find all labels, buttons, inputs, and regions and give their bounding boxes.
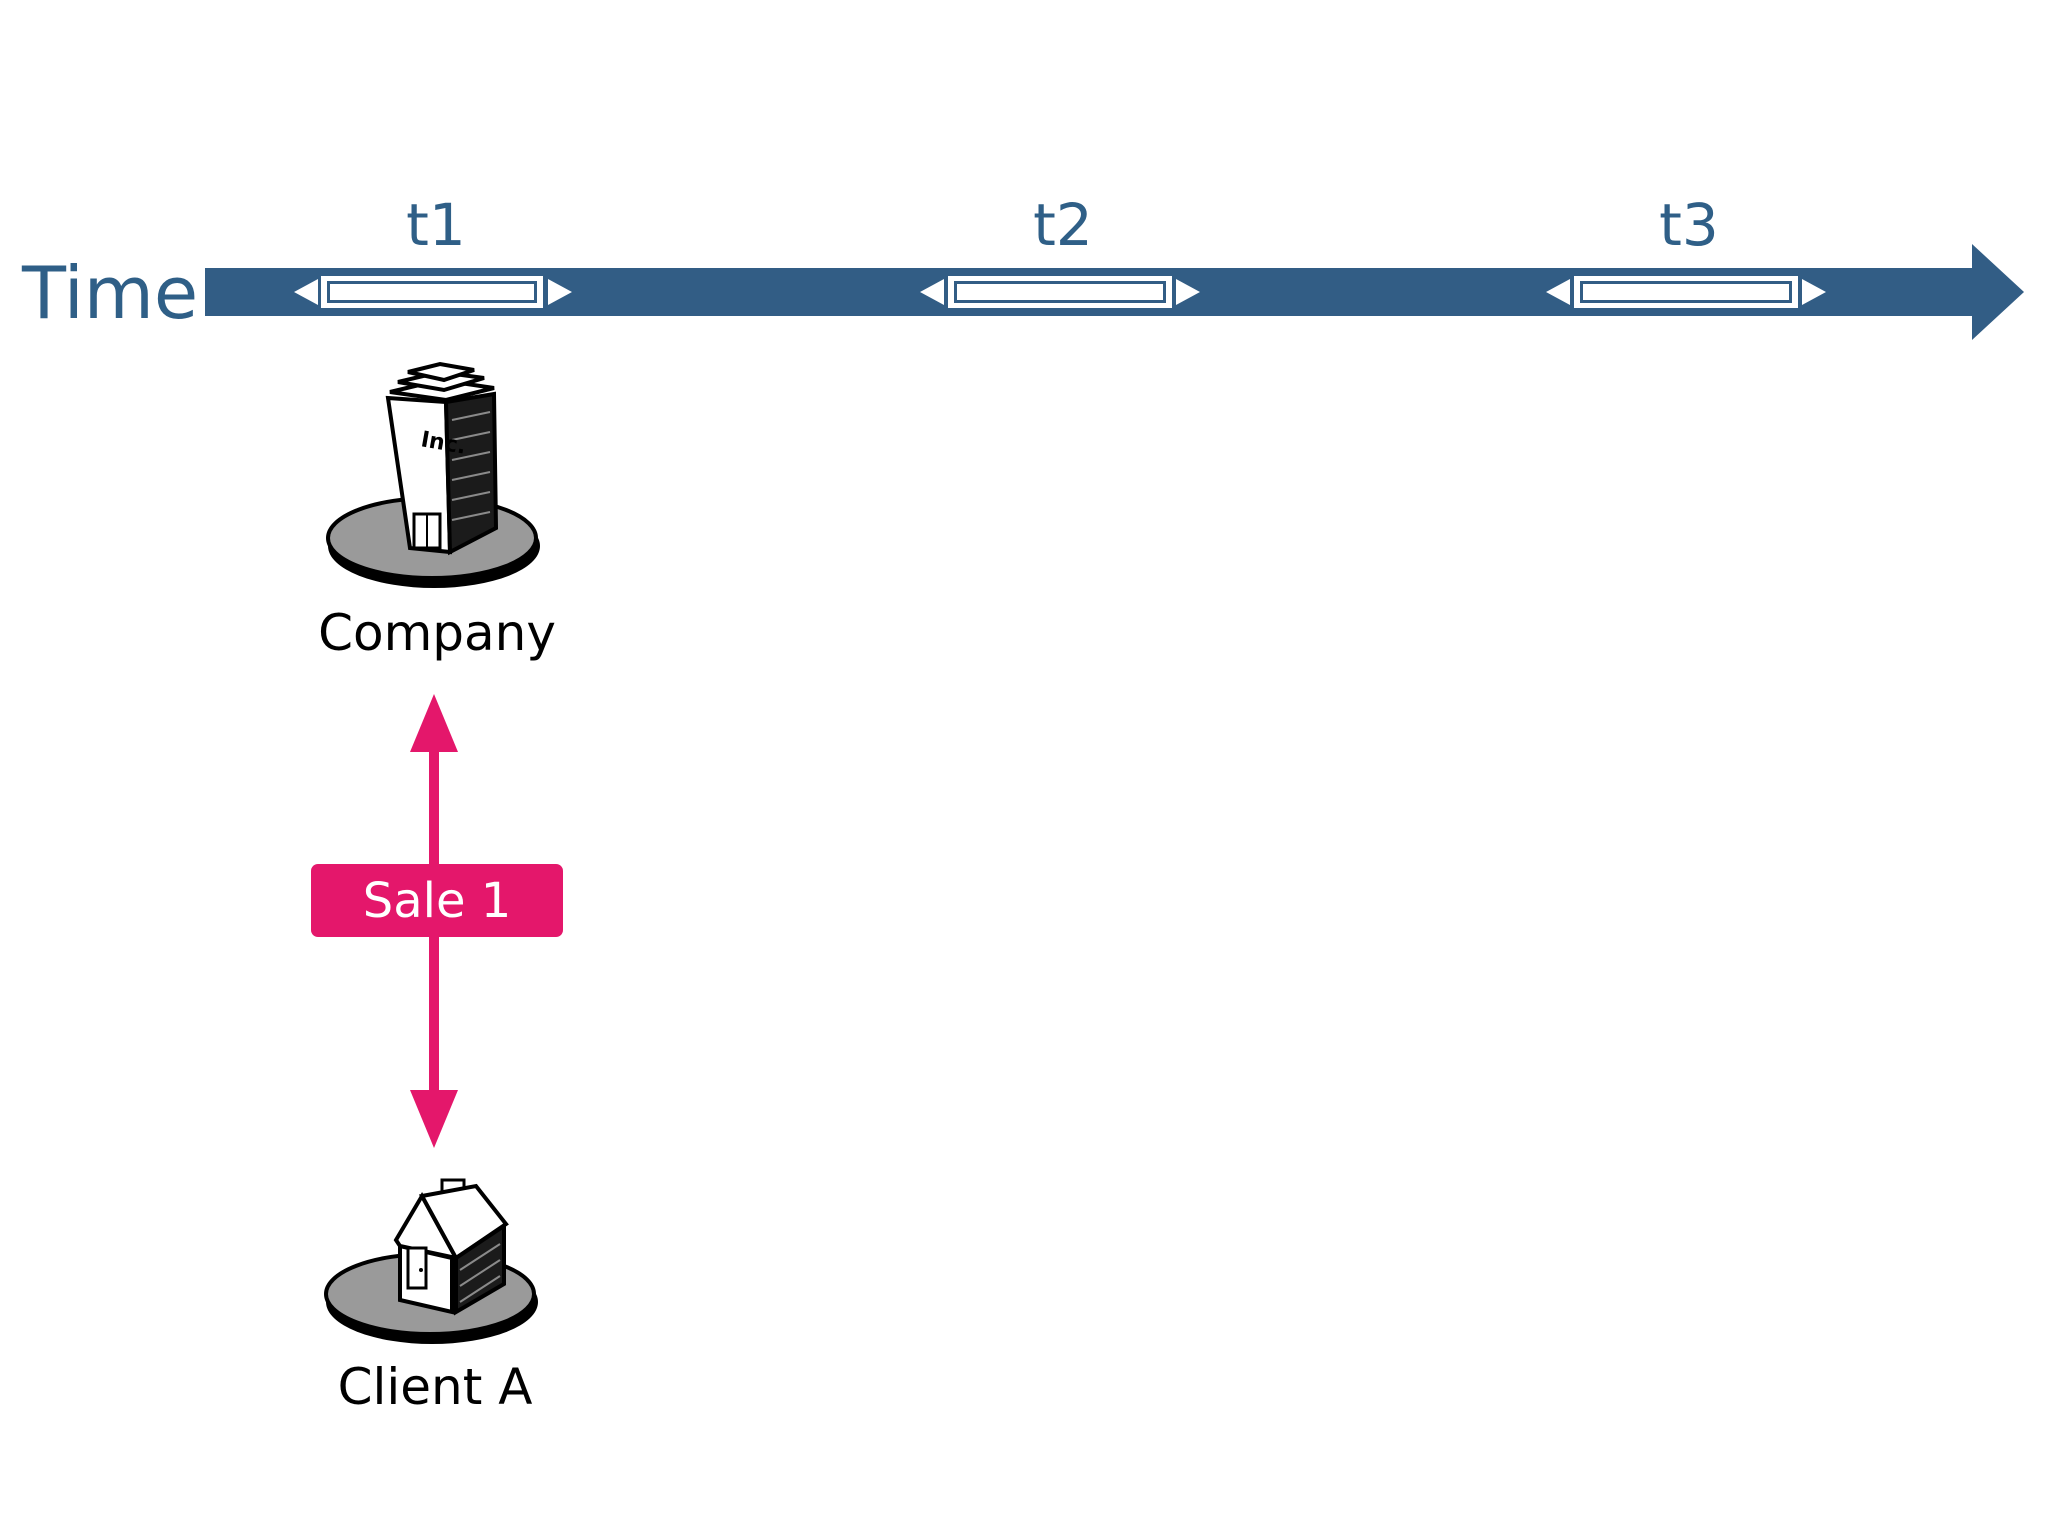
period-span-t3 — [1546, 276, 1826, 308]
left-arrow-icon — [920, 279, 944, 305]
period-label-t3: t3 — [1659, 191, 1719, 259]
office-building-icon: Inc. — [326, 361, 540, 588]
timeline-arrowhead — [1972, 244, 2024, 340]
period-t1: t1 — [294, 191, 572, 308]
right-arrow-icon — [1176, 279, 1200, 305]
period-span-t1 — [294, 276, 572, 308]
right-arrow-icon — [1802, 279, 1826, 305]
time-label: Time — [21, 251, 198, 335]
left-arrow-icon — [294, 279, 318, 305]
period-t2: t2 — [920, 191, 1200, 308]
company-label: Company — [318, 604, 556, 662]
right-arrow-icon — [548, 279, 572, 305]
period-span-t2 — [920, 276, 1200, 308]
arrowhead-up-icon — [410, 694, 458, 752]
arrowhead-down-icon — [410, 1090, 458, 1148]
client-label: Client A — [338, 1358, 533, 1416]
client-node: Client A — [324, 1178, 538, 1416]
period-label-t2: t2 — [1033, 191, 1093, 259]
sale-badge: Sale 1 — [311, 864, 563, 937]
sale-label: Sale 1 — [363, 873, 512, 929]
period-label-t1: t1 — [406, 191, 466, 259]
left-arrow-icon — [1546, 279, 1570, 305]
house-icon — [324, 1178, 538, 1344]
company-node: Inc. Company — [318, 361, 556, 662]
period-t3: t3 — [1546, 191, 1826, 308]
